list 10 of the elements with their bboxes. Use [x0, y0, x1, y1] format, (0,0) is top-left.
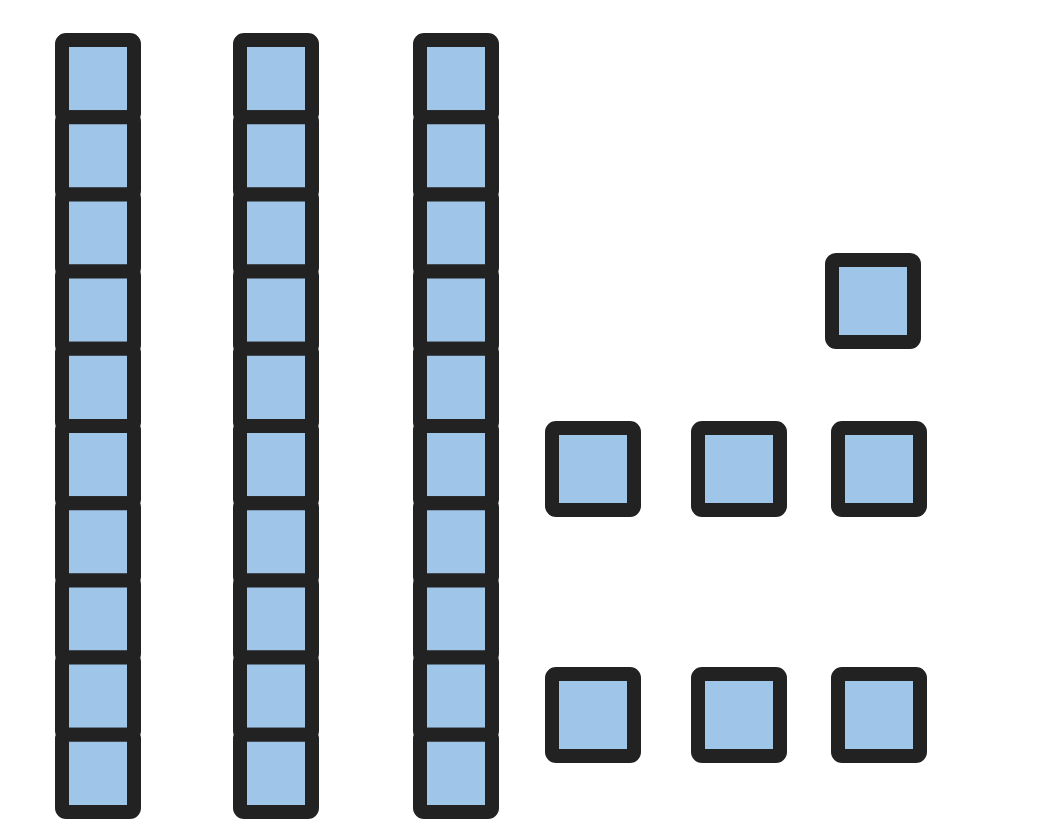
- unit-cube: [691, 421, 787, 517]
- unit-cube: [825, 253, 921, 349]
- unit-cube: [545, 667, 641, 763]
- tens-rod: [413, 33, 499, 819]
- tens-rod: [233, 33, 319, 819]
- unit-cube: [831, 667, 927, 763]
- unit-cube: [691, 667, 787, 763]
- unit-cube: [831, 421, 927, 517]
- tens-rod: [55, 33, 141, 819]
- unit-cube: [545, 421, 641, 517]
